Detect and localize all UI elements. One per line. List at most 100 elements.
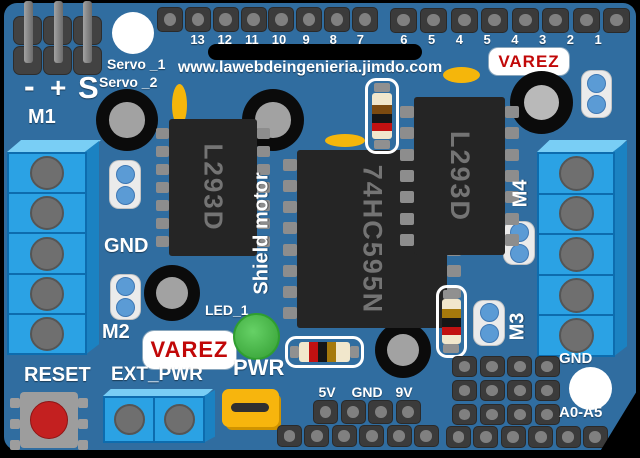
5v-label: 5V: [318, 384, 336, 400]
analog-pin: [507, 356, 533, 377]
analog-pin: [534, 404, 560, 425]
terminal-screw: [558, 318, 594, 354]
chip-pin: [283, 243, 297, 256]
mounting-hole: [96, 89, 158, 151]
m3-label: M3: [503, 301, 533, 351]
analog-pin: [528, 426, 554, 448]
ext-pwr-label: EXT_PWR: [111, 364, 203, 385]
mounting-hole: [510, 71, 573, 134]
header-pin-rod: [83, 1, 92, 63]
digital-pin: [542, 7, 570, 33]
power-pin: [340, 400, 366, 424]
analog-pin: [500, 426, 526, 448]
chip-pin: [257, 164, 271, 175]
terminal-cell: [539, 192, 613, 234]
terminal-screw: [30, 156, 64, 191]
chip-pin: [505, 127, 520, 140]
digital-pin: [240, 7, 267, 32]
terminal-block-right-side-face: [613, 141, 627, 357]
terminal-cell: [539, 233, 613, 274]
power-pin: [313, 400, 338, 424]
jumper-block: [111, 275, 140, 319]
resistor-vertical-top: [365, 78, 399, 154]
pin-number: 4: [455, 32, 463, 47]
pin-number: 11: [244, 32, 259, 47]
pwr-label: PWR: [233, 355, 285, 380]
pin-number: 10: [271, 32, 287, 47]
chip-pin: [257, 236, 271, 247]
chip-pins-right: [505, 97, 520, 255]
gnd-mid-label: GND: [104, 235, 149, 257]
jumper-pin: [509, 244, 529, 263]
chip-pin: [283, 306, 297, 319]
analog-pin: [507, 404, 533, 425]
chip-pin: [156, 146, 169, 157]
chip-pins-left: [283, 150, 297, 328]
bottom-pin-row-right: [446, 426, 608, 448]
brand-badge-bottom: VAREZ: [143, 331, 236, 369]
chip-body: L293D: [414, 97, 506, 255]
chip-label: L293D: [445, 130, 476, 222]
ic-chip-74hc595n: 74HC595N: [283, 150, 461, 328]
digital-pin: [420, 7, 448, 33]
analog-pin: [507, 380, 533, 401]
ext-pwr-terminal: [103, 396, 205, 443]
power-switch: [222, 389, 279, 427]
jumper-pin: [116, 277, 135, 296]
gnd-right-label: GND: [559, 350, 593, 367]
chip-pin: [156, 218, 169, 229]
digital-pin: [450, 7, 478, 33]
9v-label: 9V: [395, 384, 413, 400]
terminal-block-left-top-face: [7, 140, 101, 152]
mount-hole-white: [569, 367, 612, 410]
power-pin: [359, 425, 385, 447]
terminal-block-right: [537, 152, 615, 357]
power-pin: [413, 425, 439, 447]
chip-body: L293D: [169, 119, 258, 256]
analog-pin: [452, 404, 477, 425]
resistor-horizontal: [285, 336, 364, 368]
led1-label: LED_1: [205, 302, 249, 318]
chip-pin: [156, 236, 169, 247]
jumper-pin: [587, 95, 606, 114]
pin-number: 13: [190, 32, 205, 47]
ext-pwr-top-face: [103, 389, 213, 396]
analog-pin: [582, 426, 608, 448]
chip-pin: [400, 191, 414, 204]
jumper-block: [582, 71, 611, 117]
resistor-vertical-bottom: [436, 285, 467, 358]
chip-pin: [156, 182, 169, 193]
chip-pin: [156, 128, 169, 139]
chip-pin: [257, 182, 271, 193]
chip-pin: [400, 212, 414, 225]
chip-pin: [505, 106, 520, 118]
mounting-hole: [144, 265, 200, 321]
terminal-cell: [9, 312, 85, 353]
pin-number: 4: [511, 32, 519, 47]
chip-pin: [400, 106, 414, 118]
digital-pin: [296, 7, 323, 32]
reset-button: [20, 392, 78, 448]
terminal-cell: [9, 232, 85, 272]
ic-chip-l293d-right: L293D: [400, 97, 520, 255]
reset-button-tab: [78, 398, 88, 408]
terminal-block-right-top-face: [537, 140, 627, 152]
chip-pin: [505, 191, 520, 204]
terminal-block-left: [7, 152, 87, 355]
pin-number: 2: [566, 32, 574, 47]
servo1-label: Servo _1: [107, 56, 166, 72]
reset-button-tab: [10, 440, 20, 450]
reset-button-tab: [10, 398, 20, 408]
analog-pin: [479, 356, 505, 377]
digital-pin: [324, 7, 351, 32]
mounting-hole: [375, 322, 431, 378]
redacted-bar: [208, 44, 422, 60]
m4-label: M4: [506, 171, 536, 215]
chip-label: 74HC595N: [357, 164, 388, 314]
chip-pin: [400, 169, 414, 182]
m2-label: M2: [102, 321, 130, 343]
servo-pin-minus-label: -: [24, 68, 35, 104]
terminal-screw: [30, 196, 64, 231]
jumper-block: [110, 161, 140, 208]
